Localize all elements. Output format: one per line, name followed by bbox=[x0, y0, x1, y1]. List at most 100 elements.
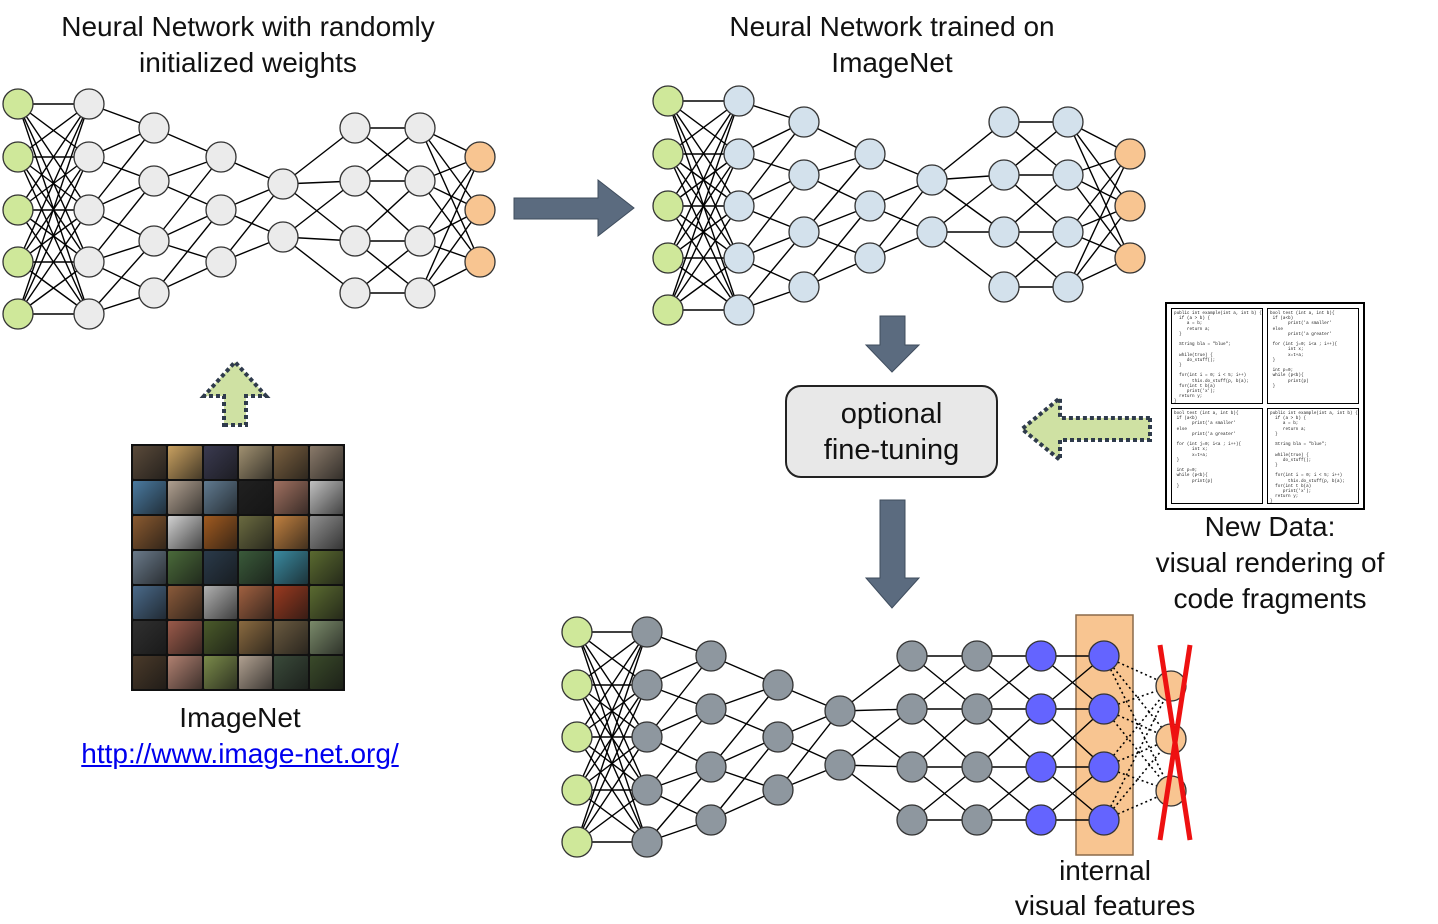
imagenet-thumbnail bbox=[238, 656, 273, 689]
network-connections bbox=[667, 100, 1131, 311]
network-edge bbox=[667, 100, 740, 207]
code-fragment-text: public int example(int a, int b) { if (a… bbox=[1270, 411, 1358, 504]
new-data-line2: visual rendering of bbox=[1155, 547, 1385, 578]
arrow-down-icon bbox=[864, 315, 921, 373]
network-edge bbox=[419, 156, 481, 294]
output-node bbox=[1114, 190, 1146, 222]
code-fragment-panel: public int example(int a, int b) { if (a… bbox=[1171, 308, 1263, 404]
imagenet-thumbnail bbox=[203, 516, 237, 549]
finetuning-box: optional fine-tuning bbox=[785, 385, 998, 478]
finetuning-line1: optional bbox=[840, 397, 943, 430]
code-fragment-panel: public int example(int a, int b) { if (a… bbox=[1267, 408, 1359, 504]
hidden-node bbox=[854, 242, 886, 274]
imagenet-caption: ImageNet http://www.image-net.org/ bbox=[40, 700, 440, 772]
random-network-title: Neural Network with randomly initialized… bbox=[38, 9, 458, 81]
code-fragment-images: public int example(int a, int b) { if (a… bbox=[1165, 302, 1365, 510]
new-data-line3: code fragments bbox=[1173, 583, 1367, 614]
network-edge bbox=[738, 121, 805, 207]
hidden-node bbox=[723, 242, 755, 274]
imagenet-thumbnail bbox=[133, 621, 167, 654]
hidden-node bbox=[988, 106, 1020, 138]
hidden-node bbox=[1052, 271, 1084, 303]
imagenet-thumbnail bbox=[168, 516, 202, 549]
hidden-node bbox=[267, 221, 299, 253]
network-edge bbox=[576, 631, 648, 738]
imagenet-thumbnail bbox=[274, 446, 308, 479]
imagenet-thumbnail bbox=[274, 586, 308, 619]
input-node bbox=[652, 85, 684, 117]
imagenet-thumbnail bbox=[203, 656, 237, 689]
hidden-node bbox=[916, 164, 948, 196]
network-edge bbox=[153, 209, 222, 294]
imagenet-thumbnail bbox=[309, 656, 343, 689]
input-node bbox=[561, 669, 593, 701]
code-fragment-text: public int example(int a, int b) { if (a… bbox=[1174, 311, 1262, 404]
finetuning-line2: fine-tuning bbox=[823, 433, 960, 466]
imagenet-thumbnail bbox=[168, 621, 202, 654]
hidden-node bbox=[695, 640, 727, 672]
imagenet-thumbnail bbox=[168, 656, 202, 689]
hidden-node bbox=[205, 246, 237, 278]
feature-node bbox=[1025, 751, 1057, 783]
hidden-node bbox=[695, 751, 727, 783]
hidden-node bbox=[723, 138, 755, 170]
network-edge bbox=[667, 153, 740, 311]
arrow-left-dotted-icon bbox=[1018, 393, 1152, 465]
hidden-node bbox=[631, 616, 663, 648]
output-node bbox=[464, 194, 496, 226]
network-edge bbox=[1067, 153, 1131, 288]
network-edge bbox=[646, 766, 712, 843]
hidden-node bbox=[138, 112, 170, 144]
imagenet-thumbnail bbox=[168, 446, 202, 479]
new-data-line1: New Data: bbox=[1204, 511, 1336, 542]
hidden-node bbox=[788, 106, 820, 138]
network-edge bbox=[17, 103, 90, 315]
network-edge bbox=[777, 710, 841, 791]
feature-node bbox=[1088, 693, 1120, 725]
hidden-node bbox=[73, 298, 105, 330]
network-edge bbox=[17, 209, 90, 315]
network-edge bbox=[17, 156, 90, 315]
hidden-node bbox=[854, 138, 886, 170]
hidden-node bbox=[138, 165, 170, 197]
hidden-node bbox=[339, 225, 371, 257]
new-data-caption: New Data: visual rendering of code fragm… bbox=[1120, 509, 1420, 617]
hidden-node bbox=[723, 85, 755, 117]
hidden-node bbox=[824, 695, 856, 727]
hidden-node bbox=[788, 159, 820, 191]
imagenet-thumbnail bbox=[309, 586, 343, 619]
network-edge bbox=[576, 736, 648, 843]
network-nodes bbox=[652, 85, 1146, 326]
network-edge bbox=[667, 100, 740, 259]
hidden-node bbox=[1052, 216, 1084, 248]
imagenet-url-link[interactable]: http://www.image-net.org/ bbox=[81, 738, 399, 769]
hidden-node bbox=[404, 225, 436, 257]
output-node bbox=[1114, 138, 1146, 170]
hidden-node bbox=[631, 721, 663, 753]
imagenet-thumbnail bbox=[133, 516, 167, 549]
hidden-node bbox=[961, 640, 993, 672]
hidden-node bbox=[404, 277, 436, 309]
imagenet-thumbnail bbox=[168, 586, 202, 619]
hidden-node bbox=[631, 826, 663, 858]
network-edge bbox=[646, 708, 712, 791]
imagenet-thumbnail bbox=[238, 551, 273, 584]
network-edge bbox=[419, 209, 481, 294]
input-node bbox=[561, 826, 593, 858]
imagenet-thumbnail bbox=[203, 481, 237, 514]
input-node bbox=[2, 194, 34, 226]
imagenet-thumbnail bbox=[133, 551, 167, 584]
output-node bbox=[1114, 242, 1146, 274]
hidden-node bbox=[73, 88, 105, 120]
internal-features-line1: internal bbox=[1059, 855, 1151, 886]
hidden-node bbox=[988, 216, 1020, 248]
code-fragment-text: bool test (int a, int b){ if (a<b) print… bbox=[1270, 311, 1338, 389]
network-edge bbox=[576, 631, 648, 791]
imagenet-thumbnail bbox=[274, 656, 308, 689]
imagenet-thumbnail bbox=[238, 446, 273, 479]
imagenet-thumbnail bbox=[274, 481, 308, 514]
hidden-node bbox=[695, 693, 727, 725]
imagenet-thumbnail bbox=[203, 446, 237, 479]
network-edge bbox=[88, 127, 155, 211]
hidden-node bbox=[205, 141, 237, 173]
